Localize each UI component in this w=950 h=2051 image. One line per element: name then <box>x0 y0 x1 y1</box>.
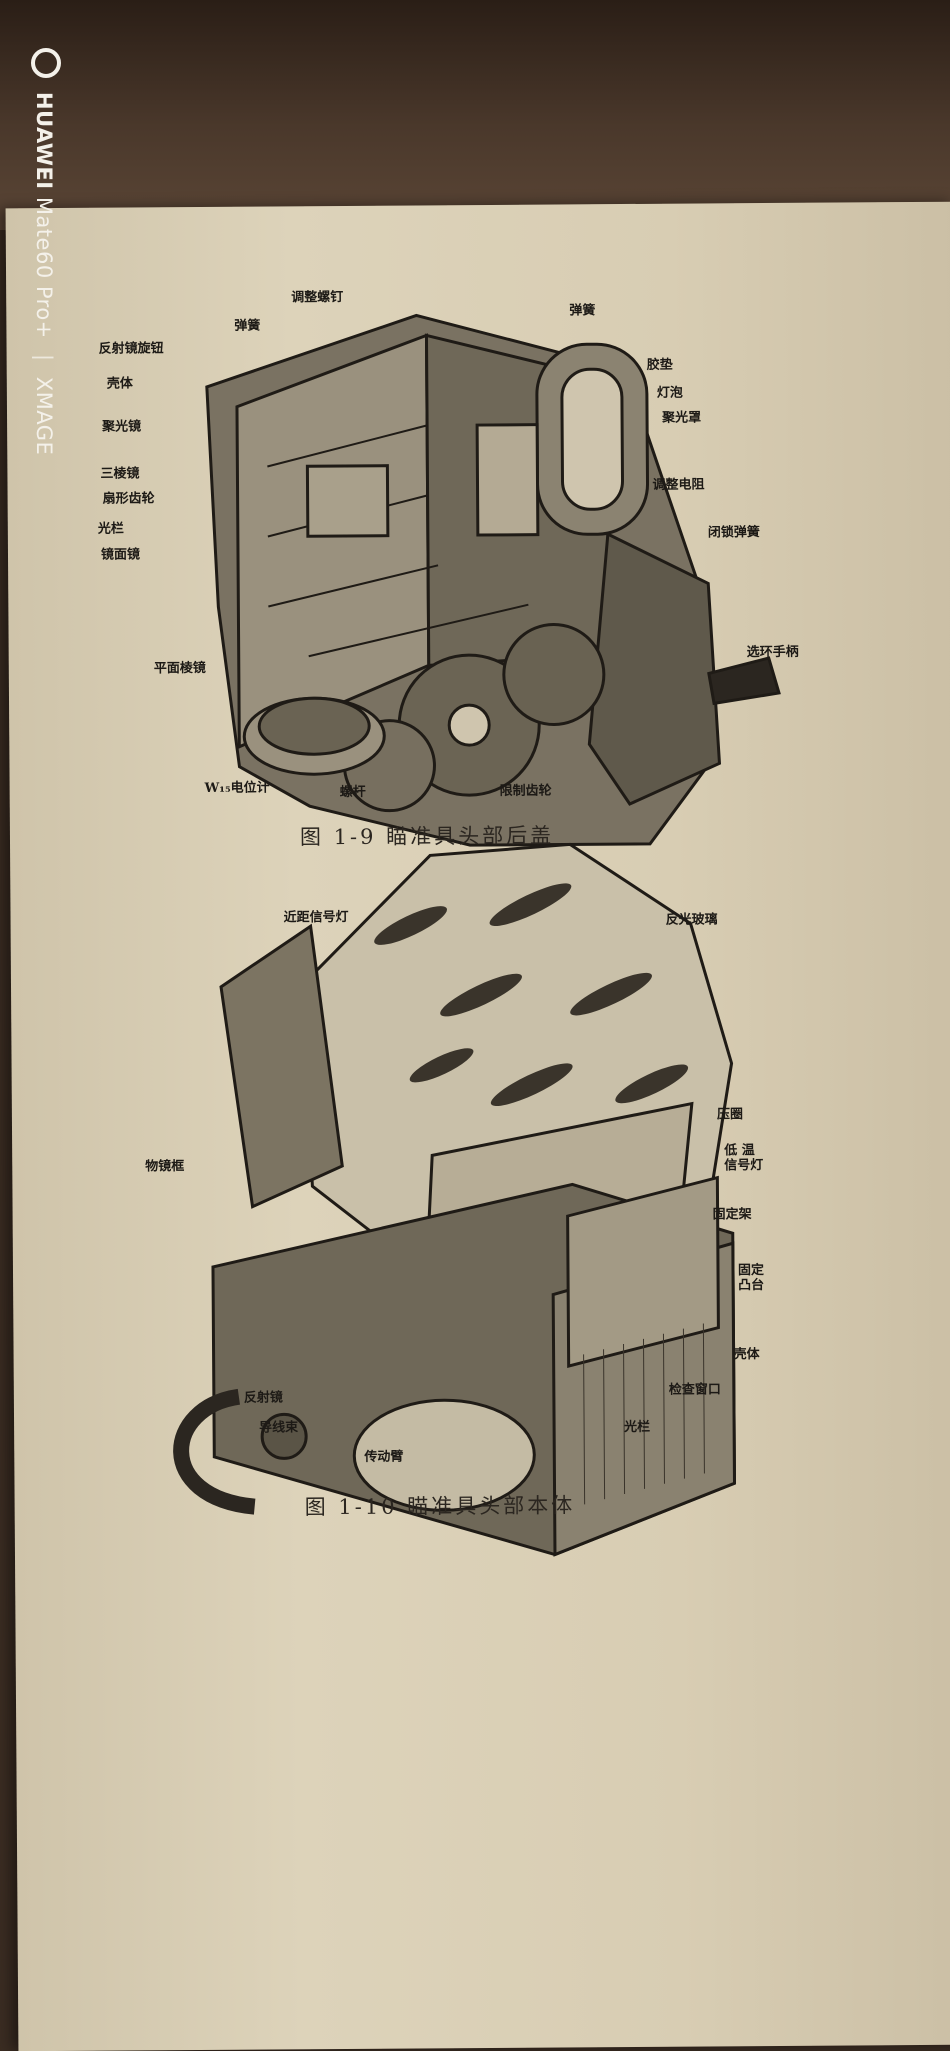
label-lamp-cover: 胶垫 <box>646 357 673 373</box>
label-mirror: 镜面镜 <box>100 547 141 563</box>
figure-1-9-illustration <box>205 313 781 847</box>
label-light-bar: 光栏 <box>97 521 124 537</box>
label-housing-base: 壳体 <box>733 1347 760 1363</box>
camera-watermark: HUAWEI Mate60 Pro+ | XMAGE <box>28 40 68 520</box>
watermark-separator: | <box>32 353 56 362</box>
label-plane-prism: 平面棱镜 <box>153 660 206 677</box>
label-fixed-frame: 固定架 <box>712 1207 752 1223</box>
label-transmission-arm: 传动臂 <box>364 1449 404 1465</box>
label-spring-top: 弹簧 <box>234 318 261 334</box>
label-adjust-resistor: 调整电阻 <box>652 477 705 493</box>
label-selector-handle: 选环手柄 <box>746 644 799 661</box>
label-reflector-knob: 反射镜旋钮 <box>98 341 164 357</box>
label-adjust-screw: 调整螺钉 <box>291 289 344 306</box>
label-light-mark: 光栏 <box>624 1419 651 1436</box>
camera-ring-icon <box>31 48 61 78</box>
label-sector-gear: 扇形齿轮 <box>102 491 155 507</box>
watermark-camera: XMAGE <box>32 376 56 456</box>
label-fixed-boss: 固定 凸台 <box>737 1263 765 1294</box>
label-wire-bundle: 导线束 <box>259 1420 299 1436</box>
label-condenser-lens: 聚光镜 <box>102 419 142 435</box>
figure-1-10-illustration <box>173 842 737 1557</box>
label-low-signal: 低 温 信号灯 <box>724 1143 764 1174</box>
label-lock-spring: 闭锁弹簧 <box>707 525 760 541</box>
label-housing: 壳体 <box>106 376 133 392</box>
label-reflective-glass: 反光玻璃 <box>665 912 718 928</box>
label-bulb: 灯泡 <box>656 385 683 401</box>
watermark-model: Mate60 Pro+ <box>32 196 56 339</box>
watermark-brand: HUAWEI <box>32 92 56 190</box>
label-triple-mirror: 三棱镜 <box>100 466 140 482</box>
label-screw-rod: 螺杆 <box>339 784 366 801</box>
figure-1-9-caption: 图 1-9 瞄准具头部后盖 <box>299 823 555 850</box>
figure-1-10-caption: 图 1-10 瞄准具头部本体 <box>304 1493 576 1520</box>
label-inspection-window: 检查窗口 <box>668 1382 721 1398</box>
label-limit-gear: 限制齿轮 <box>499 783 552 799</box>
label-near-signal-lamp: 近距信号灯 <box>283 909 349 926</box>
label-reflector: 反射镜 <box>243 1390 283 1406</box>
wooden-table-background <box>0 0 950 230</box>
watermark-text: HUAWEI Mate60 Pro+ | XMAGE <box>32 92 56 455</box>
label-pressure-plate: 压圈 <box>716 1107 743 1123</box>
label-condenser-cover: 聚光罩 <box>662 410 702 426</box>
book-page: 调整螺钉 弹簧 弹簧 反射镜旋钮 壳体 胶垫 灯泡 聚光罩 聚光镜 三棱镜 扇形… <box>5 201 950 2051</box>
label-object-frame: 物镜框 <box>145 1159 185 1175</box>
label-spring-right: 弹簧 <box>569 303 596 319</box>
label-potentiometer: W₁₅电位计 <box>204 780 270 796</box>
